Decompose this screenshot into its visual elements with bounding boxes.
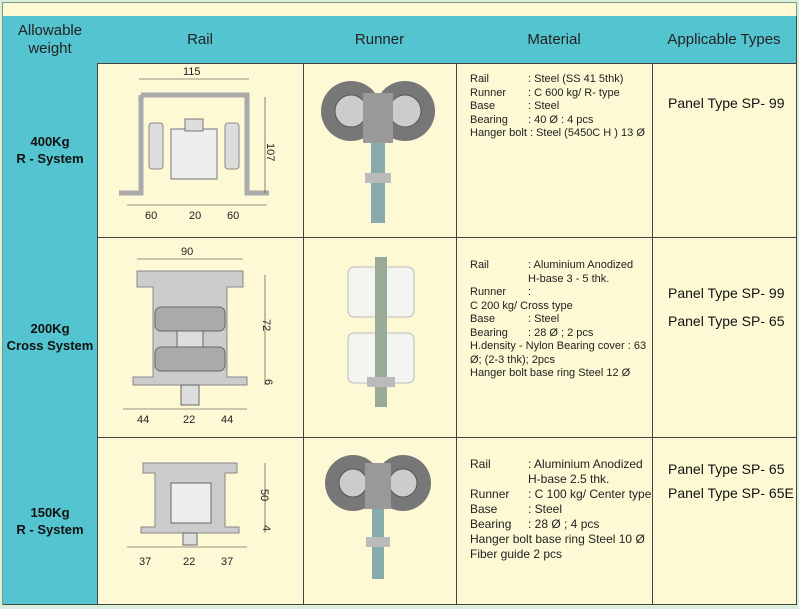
header-weight: Allowable weight [3, 16, 98, 64]
weight-value: 200Kg [30, 321, 70, 336]
material-line: Rail: Steel (SS 41 5thk) [470, 73, 624, 85]
weight-value: 150Kg [30, 504, 70, 520]
rail-profile-diagram: 115 107 60 20 60 [119, 66, 276, 222]
material-line: H-base 2.5 thk. [528, 472, 610, 486]
material-cell: Rail: Aluminium Anodized H-base 2.5 thk.… [456, 437, 653, 605]
dim-left: 44 [137, 414, 149, 426]
types-cell: Panel Type SP- 99 [652, 63, 797, 238]
panel-type: Panel Type SP- 65 [668, 313, 785, 329]
material-line: Hanger bolt base ring Steel 10 Ø [470, 532, 645, 546]
weight-value: 400Kg [30, 134, 70, 149]
material-line: Rail: Aluminium Anodized [470, 457, 643, 471]
rail-drawing: 115 107 60 20 60 [97, 63, 304, 238]
dim-right: 37 [221, 556, 233, 568]
dim-height: 107 [264, 143, 276, 161]
dim-height: 72 [260, 319, 272, 331]
header-types: Applicable Types [652, 16, 797, 64]
rail-drawing: 90 72 6 44 22 44 [97, 237, 304, 438]
header-material: Material [456, 16, 653, 64]
rail-profile-diagram: 90 72 6 44 22 44 [123, 246, 274, 426]
panel-type: Panel Type SP- 65 [668, 461, 785, 477]
material-line: Base: Steel [470, 100, 560, 112]
panel-type: Panel Type SP- 99 [668, 95, 785, 111]
rail-drawing: 50 4 37 22 37 [97, 437, 304, 605]
runner-cross-type-image [347, 257, 415, 407]
system-name: R - System [16, 151, 84, 166]
material-line: Bearing: 40 Ø : 4 pcs [470, 113, 594, 126]
material-line: C 200 kg/ Cross type [470, 299, 573, 312]
material-line: Base: Steel [470, 502, 563, 516]
runner-photo [303, 437, 457, 605]
dim-left: 60 [145, 210, 157, 222]
dim-base: 6 [262, 379, 274, 385]
runner-photo [303, 63, 457, 238]
material-line: Hanger bolt : Steel (5450C H ) 13 Ø [470, 127, 645, 139]
material-line: H.density - Nylon Bearing cover : 63 [470, 340, 647, 352]
weight-cell: 400Kg R - System [3, 63, 98, 238]
runner-photo [303, 237, 457, 438]
rail-profile-diagram: 50 4 37 22 37 [127, 462, 272, 568]
material-cell: Rail: Aluminium Anodized H-base 3 - 5 th… [456, 237, 653, 438]
dim-height: 50 [258, 489, 270, 501]
material-line: Fiber guide 2 pcs [470, 547, 563, 561]
material-line: Bearing: 28 Ø ; 4 pcs [470, 517, 600, 531]
system-name: Cross System [6, 338, 94, 353]
material-line: Hanger bolt base ring Steel 12 Ø [470, 367, 631, 379]
material-line: Runner: C 600 kg/ R- type [470, 86, 620, 99]
dim-left: 37 [139, 556, 151, 568]
header-rail: Rail [97, 16, 304, 64]
dim-mid: 20 [189, 210, 201, 222]
dim-mid: 22 [183, 556, 195, 568]
panel-type: Panel Type SP- 65E [668, 485, 794, 501]
dim-right: 44 [221, 414, 233, 426]
header-runner: Runner [303, 16, 457, 64]
material-line: Ø; (2-3 thk); 2pcs [470, 353, 555, 366]
material-line: Bearing: 28 Ø ; 2 pcs [470, 326, 594, 339]
material-line: Rail: Aluminium Anodized [470, 259, 634, 271]
dim-mid: 22 [183, 414, 195, 426]
types-cell: Panel Type SP- 65 Panel Type SP- 65E [652, 437, 797, 605]
system-name: R - System [16, 521, 84, 537]
material-line: Runner: C 100 kg/ Center type [470, 487, 652, 501]
panel-type: Panel Type SP- 99 [668, 285, 785, 301]
material-line: Base: Steel [470, 313, 560, 325]
material-line: Runner: [470, 286, 532, 298]
weight-cell: 200Kg Cross System [3, 237, 98, 438]
dim-width: 115 [183, 66, 201, 78]
dim-right: 60 [227, 210, 239, 222]
dim-width: 90 [181, 246, 193, 258]
dim-base: 4 [260, 525, 272, 531]
types-cell: Panel Type SP- 99 Panel Type SP- 65 [652, 237, 797, 438]
material-cell: Rail: Steel (SS 41 5thk) Runner: C 600 k… [456, 63, 653, 238]
runner-r-type-image [321, 81, 435, 223]
material-line: H-base 3 - 5 thk. [528, 272, 610, 285]
runner-center-type-image [325, 455, 431, 579]
weight-cell: 150Kg R - System [3, 437, 98, 605]
